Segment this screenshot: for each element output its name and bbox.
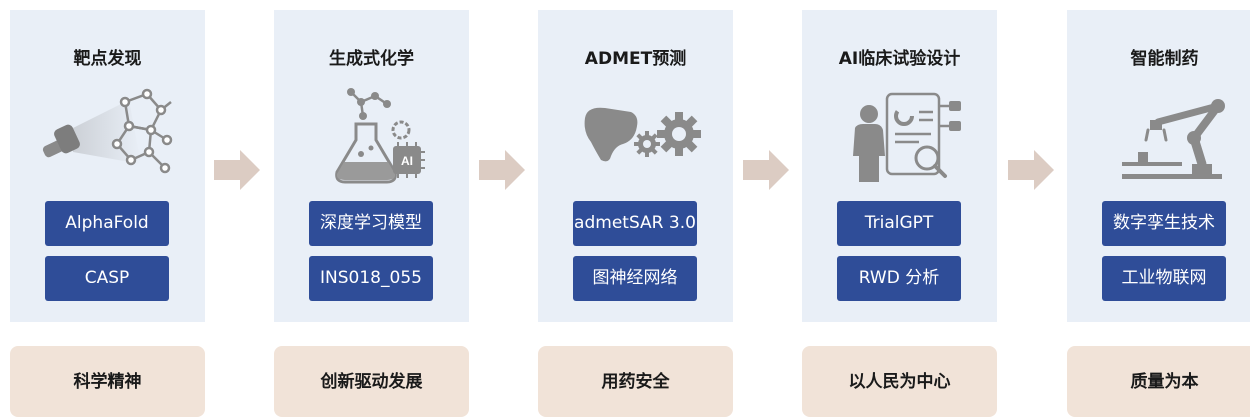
arrow-right-icon xyxy=(743,150,789,190)
tag-ins018-055: INS018_055 xyxy=(309,256,433,301)
svg-text:AI: AI xyxy=(401,154,413,168)
arrow-right-icon xyxy=(1008,150,1054,190)
microscope-molecule-icon xyxy=(42,88,173,174)
liver-gears-icon xyxy=(584,107,701,162)
tag-trialgpt: TrialGPT xyxy=(837,201,961,246)
value-innovation-driven: 创新驱动发展 xyxy=(274,346,469,417)
stage-generative-chemistry: 生成式化学 AI 深度学习模型 INS018_055 xyxy=(274,10,469,322)
stage-title: ADMET预测 xyxy=(584,49,687,69)
tag-alphafold: AlphaFold xyxy=(45,201,169,246)
tag-deep-learning-model: 深度学习模型 xyxy=(309,201,433,246)
robot-arm-icon xyxy=(1122,99,1225,179)
value-people-centered: 以人民为中心 xyxy=(802,346,997,417)
stage-title: 生成式化学 xyxy=(329,49,414,69)
stage-title: 靶点发现 xyxy=(73,49,142,69)
tag-casp: CASP xyxy=(45,256,169,301)
stage-target-discovery: 靶点发现 AlphaFold CASP xyxy=(10,10,205,322)
tag-industrial-iot: 工业物联网 xyxy=(1102,256,1226,301)
stage-ai-clinical-trial: AI临床试验设计 TrialGPT RWD 分析 xyxy=(802,10,997,322)
tag-rwd-analysis: RWD 分析 xyxy=(837,256,961,301)
tag-graph-neural-network: 图神经网络 xyxy=(573,256,697,301)
stage-admet-prediction: ADMET预测 admetSAR 3.0 图神经网络 xyxy=(538,10,733,322)
person-report-magnifier-icon xyxy=(853,92,961,182)
value-scientific-spirit: 科学精神 xyxy=(10,346,205,417)
arrow-right-icon xyxy=(479,150,525,190)
arrow-right-icon xyxy=(214,150,260,190)
stage-title: 智能制药 xyxy=(1130,49,1199,69)
tag-digital-twin: 数字孪生技术 xyxy=(1102,201,1226,246)
flask-ai-chip-icon: AI xyxy=(335,88,425,184)
stage-smart-manufacturing: 智能制药 数字孪生技术 工业物联网 xyxy=(1067,10,1250,322)
value-drug-safety: 用药安全 xyxy=(538,346,733,417)
value-quality-first: 质量为本 xyxy=(1067,346,1250,417)
stage-title: AI临床试验设计 xyxy=(838,49,961,69)
tag-admetsar: admetSAR 3.0 xyxy=(573,201,697,246)
